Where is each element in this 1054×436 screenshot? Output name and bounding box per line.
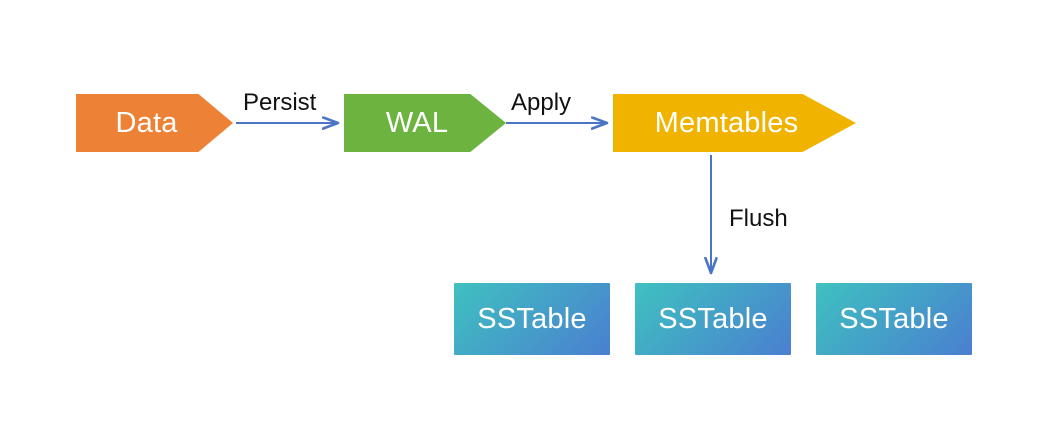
node-sstable-1[interactable]: SSTable bbox=[454, 283, 610, 355]
edge-label-apply: Apply bbox=[511, 89, 572, 116]
node-sstable-3-label: SSTable bbox=[839, 302, 949, 335]
node-memtables-label: Memtables bbox=[654, 106, 799, 139]
node-sstable-2[interactable]: SSTable bbox=[635, 283, 791, 355]
edge-label-flush: Flush bbox=[729, 205, 788, 232]
node-sstable-2-label: SSTable bbox=[658, 302, 768, 335]
node-wal[interactable]: WAL bbox=[344, 94, 506, 152]
edge-label-persist: Persist bbox=[243, 89, 317, 116]
node-wal-label: WAL bbox=[385, 106, 449, 139]
node-sstable-1-label: SSTable bbox=[477, 302, 587, 335]
node-data-label: Data bbox=[115, 106, 178, 139]
node-data[interactable]: Data bbox=[76, 94, 233, 152]
node-memtables[interactable]: Memtables bbox=[613, 94, 856, 152]
node-sstable-3[interactable]: SSTable bbox=[816, 283, 972, 355]
